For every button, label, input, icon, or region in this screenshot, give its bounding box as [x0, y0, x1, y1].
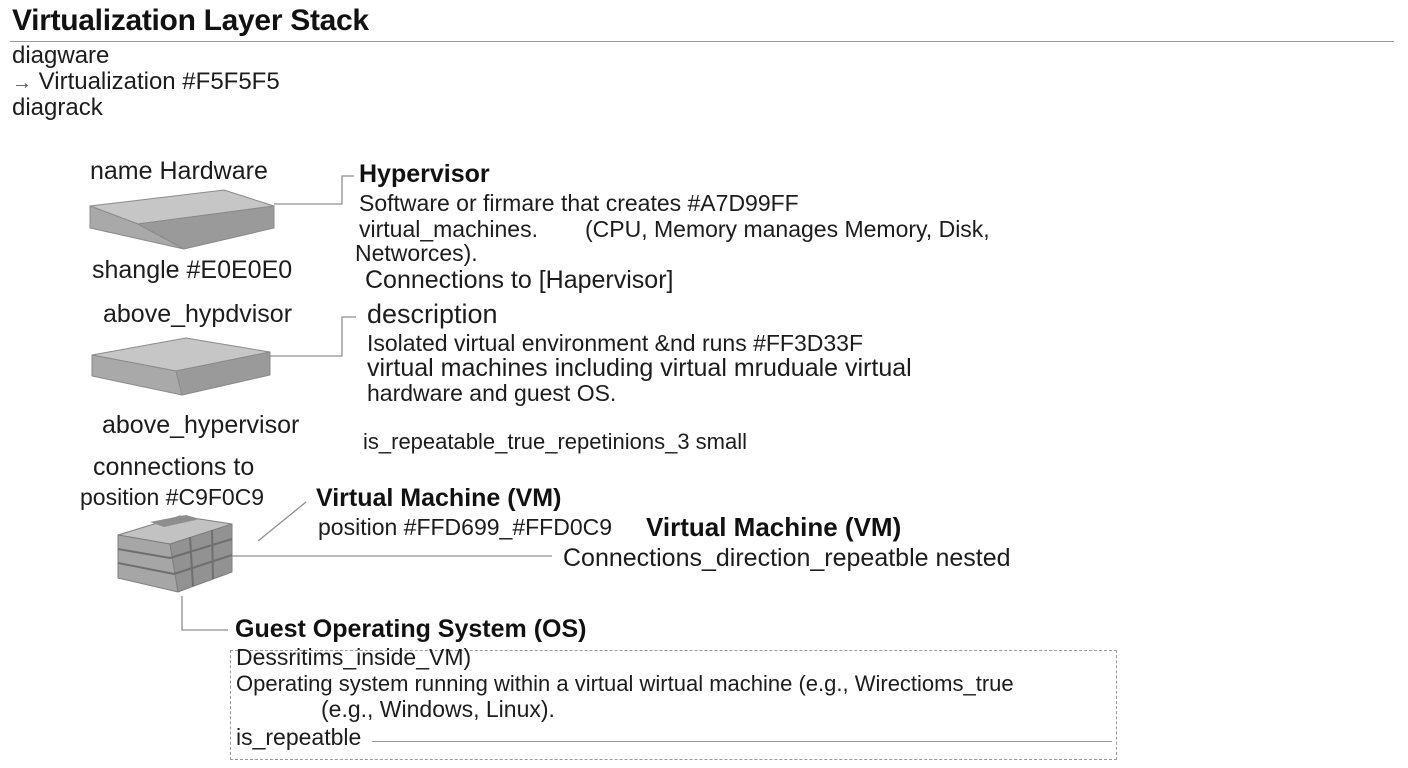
repeatable-rule: [372, 741, 1112, 742]
vm-heading: Virtual Machine (VM): [316, 484, 562, 512]
vm-connections: Connections_direction_repeatble nested: [563, 544, 1011, 572]
hardware-slab-icon: [89, 189, 275, 250]
meta-line-1: diagware: [12, 42, 110, 69]
guest-os-repeatable: is_repeatble: [236, 724, 362, 750]
guest-os-desc-line-3: (e.g., Windows, Linux).: [321, 696, 555, 722]
page-title: Virtualization Layer Stack: [12, 4, 369, 37]
guest-os-desc-line-1: Dessritims_inside_VM): [236, 644, 472, 670]
meta-line-2: → Virtualization #F5F5F5: [12, 68, 280, 96]
hypervisor-desc-line-1: Software or firmare that creates #A7D99F…: [359, 190, 799, 216]
guest-os-desc-line-2: Operating system running within a virtua…: [236, 671, 1014, 696]
vm-heading-secondary: Virtual Machine (VM): [646, 512, 902, 542]
vm-layer-desc-line-3: hardware and guest OS.: [367, 380, 617, 406]
vm-layer-heading: description: [367, 299, 498, 329]
hypervisor-slab-icon: [91, 337, 271, 396]
vm-stack-label-top: connections to: [93, 453, 255, 481]
vm-stack-icon: [117, 515, 233, 593]
hypervisor-desc-line-3: Networces).: [355, 240, 478, 266]
vm-layer-label-bottom: above_hypervisor: [102, 411, 300, 439]
hardware-color-label: shangle #E0E0E0: [92, 256, 293, 284]
title-divider: [10, 41, 1394, 42]
vm-position: position #FFD699_#FFD0C9: [318, 514, 613, 540]
hypervisor-connections: Connections to [Hapervisor]: [365, 266, 674, 294]
meta-line-3: diagrack: [12, 94, 103, 121]
vm-layer-repeat-note: is_repeatable_true_repetinions_3 small: [363, 429, 748, 454]
hypervisor-desc-line-2a: virtual_machines.: [359, 216, 538, 242]
hardware-label: name Hardware: [90, 157, 268, 185]
vm-layer-label-top: above_hypdvisor: [103, 300, 293, 328]
hypervisor-desc-line-2b: (CPU, Memory manages Memory, Disk,: [585, 216, 990, 242]
vm-layer-desc-line-1: Isolated virtual environment &nd runs #F…: [367, 330, 864, 356]
vm-stack-label-bottom: position #C9F0C9: [80, 484, 265, 510]
vm-layer-desc-line-2: virtual machines including virtual mrudu…: [367, 354, 912, 382]
guest-os-box: [230, 650, 1117, 760]
guest-os-heading: Guest Operating System (OS): [235, 615, 587, 643]
hypervisor-heading: Hypervisor: [359, 160, 490, 188]
right-arrow-icon: →: [12, 72, 32, 94]
meta-line-2-text: Virtualization #F5F5F5: [38, 68, 280, 95]
connector-lines: [181, 175, 552, 631]
